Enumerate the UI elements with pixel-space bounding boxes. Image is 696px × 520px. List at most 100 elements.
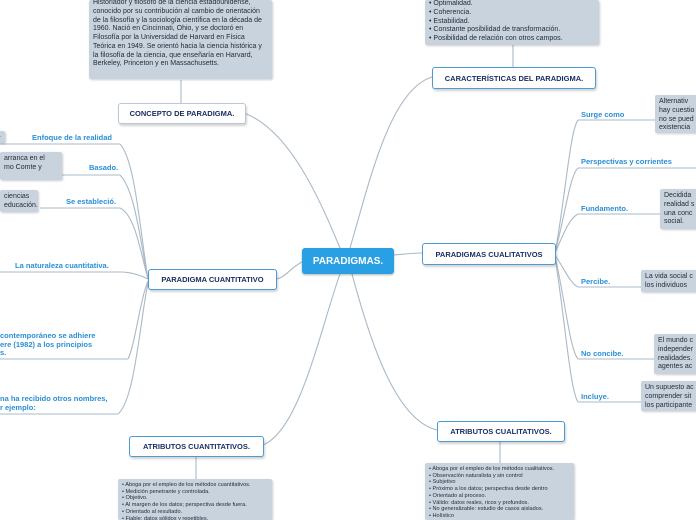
list-item-text: Coherencia. (433, 8, 472, 16)
line-concepto (243, 112, 341, 249)
note-establecio: ciencias educación. (0, 190, 38, 212)
line-q-basado (119, 174, 149, 280)
note-fundamento: Decidida realidad s una conc social. (660, 189, 696, 229)
line-c-incluye (554, 256, 579, 403)
label-contemporaneo[interactable]: contemporáneo se adhiere ere (1982) a lo… (0, 331, 96, 358)
branch-paradigma-cuantitativo[interactable]: PARADIGMA CUANTITATIVO (148, 269, 277, 290)
list-item-text: Objetivo. (125, 495, 148, 502)
list-item: • Orientado al proceso. (429, 493, 570, 500)
bullet: • (122, 502, 126, 509)
label-fundamento[interactable]: Fundamento. (581, 204, 629, 213)
label-naturaleza-cuantitativa[interactable]: La naturaleza cuantitativa. (15, 261, 109, 270)
concepto-note: Historiador y filósofo de la ciencia est… (89, 0, 272, 79)
line-c-persp (554, 167, 579, 254)
caracteristicas-note: • Optimalidad.• Coherencia.• Estabilidad… (425, 0, 599, 45)
bullet: • (429, 8, 434, 16)
list-item: • Válido: datos reales, ricos y profundo… (429, 500, 570, 507)
list-item-text: Al margen de los datos; perspectiva desd… (125, 502, 247, 509)
bullet: • (122, 508, 126, 515)
bullet: • (429, 512, 433, 519)
line-q-naturaleza (119, 271, 149, 280)
list-item-text: Aboga por el empleo de los métodos cuali… (432, 466, 555, 472)
list-item: • Subjetivo (429, 479, 570, 486)
line-cuantitativo (275, 261, 303, 280)
bullet: • (429, 479, 433, 486)
label-se-establecio[interactable]: Se estableció. (66, 197, 117, 206)
atributos-cualitativos-note: • Aboga por el empleo de los métodos cua… (425, 463, 574, 520)
label-basado[interactable]: Basado. (89, 163, 119, 172)
list-item-text: Estabilidad. (433, 17, 470, 25)
label-surge-como[interactable]: Surge como (581, 110, 625, 119)
list-item: • Constante posibilidad de transformació… (429, 26, 595, 35)
list-item-text: Optimalidad. (433, 0, 473, 7)
label-enfoque-realidad[interactable]: Enfoque de la realidad (32, 133, 113, 142)
line-cualitativos (393, 252, 423, 256)
list-item-text: Aboga por el empleo de los métodos cuant… (125, 482, 251, 488)
bullet: • (122, 482, 126, 488)
list-item-text: Observación naturalista y sin control (432, 472, 523, 479)
bullet: • (122, 488, 126, 495)
list-item: • Al margen de los datos; perspectiva de… (122, 502, 268, 509)
note-surge: Alternativ hay cuestio no se pued existe… (655, 95, 696, 133)
line-q-enfoque (119, 143, 149, 280)
list-item: • Aboga por el empleo de los métodos cua… (429, 466, 570, 473)
list-item-text: Válido: datos reales, ricos y profundos. (432, 499, 529, 506)
line-q-contemp (127, 280, 149, 360)
branch-paradigmas-cualitativos[interactable]: PARADIGMAS CUALITATIVOS (422, 243, 556, 265)
list-item-text: Holístico (432, 512, 454, 519)
line-q-nombres (117, 282, 149, 415)
atributos-cuantitativos-list: • Aboga por el empleo de los métodos cua… (122, 482, 268, 520)
label-no-concibe[interactable]: No concibe. (581, 349, 624, 358)
list-item: • Holístico (429, 513, 570, 520)
atributos-cualitativos-list: • Aboga por el empleo de los métodos cua… (429, 466, 570, 520)
list-item: • Estabilidad. (429, 18, 595, 27)
branch-atributos-cualitativos[interactable]: ATRIBUTOS CUALITATIVOS. (437, 421, 565, 442)
note-no-concibe: El mundo c independer realidades. agente… (654, 334, 696, 374)
label-perspectivas-corrientes[interactable]: Perspectivas y corrientes (581, 157, 672, 166)
bullet: • (429, 486, 433, 493)
label-percibe[interactable]: Percibe. (581, 277, 611, 286)
caracteristicas-list: • Optimalidad.• Coherencia.• Estabilidad… (429, 0, 595, 44)
bullet: • (429, 26, 434, 34)
note-enfoque: . (0, 131, 5, 143)
line-atrib-cuant (262, 273, 341, 446)
bullet: • (429, 506, 433, 513)
bullet: • (429, 472, 433, 479)
bullet: • (122, 515, 126, 520)
concepto-note-text: Historiador y filósofo de la ciencia est… (93, 0, 262, 68)
list-item-text: No generalizable: estudio de casos aisla… (432, 506, 544, 513)
bullet: • (429, 35, 434, 42)
branch-caracteristicas[interactable]: CARACTERÍSTICAS DEL PARADIGMA. (432, 67, 596, 89)
bullet: • (429, 499, 433, 506)
line-atrib-cual (351, 273, 438, 431)
list-item: • Objetivo. (122, 495, 268, 502)
line-c-surge (554, 119, 579, 254)
list-item-text: Constante posibilidad de transformación. (433, 26, 561, 34)
branch-concepto[interactable]: CONCEPTO DE PARADIGMA. (118, 103, 246, 124)
list-item-text: Posibilidad de relación con otros campos… (433, 35, 563, 42)
list-item-text: Orientado al resultado. (125, 508, 183, 515)
branch-atributos-cuantitativos[interactable]: ATRIBUTOS CUANTITATIVOS. (129, 436, 264, 457)
list-item-text: Medición penetrante y controlada. (125, 488, 210, 495)
list-item: • Coherencia. (429, 9, 595, 18)
list-item: • No generalizable: estudio de casos ais… (429, 506, 570, 513)
note-basado: arranca en el mo Comte y (0, 152, 62, 180)
list-item: • Optimalidad. (429, 0, 595, 9)
list-item: • Aboga por el empleo de los métodos cua… (122, 482, 268, 489)
line-c-percibe (554, 254, 579, 288)
bullet: • (429, 17, 434, 25)
list-item: • Posibilidad de relación con otros camp… (429, 35, 595, 44)
line-caracteristicas (349, 76, 433, 249)
atributos-cuantitativos-note: • Aboga por el empleo de los métodos cua… (118, 479, 272, 520)
list-item-text: Orientado al proceso. (432, 492, 486, 499)
list-item: • Próximo a los datos; perspectiva desde… (429, 486, 570, 493)
bullet: • (429, 0, 434, 7)
central-topic[interactable]: PARADIGMAS. (302, 248, 394, 274)
bullet: • (429, 492, 433, 499)
label-otros-nombres[interactable]: na ha recibido otros nombres, r ejemplo: (0, 394, 108, 412)
label-incluye[interactable]: Incluye. (581, 392, 609, 401)
list-item-text: Fiable: datos sólidos y repetibles. (125, 515, 209, 520)
note-percibe: La vida social c los individuos (641, 270, 696, 292)
list-item: • Observación naturalista y sin control (429, 473, 570, 480)
